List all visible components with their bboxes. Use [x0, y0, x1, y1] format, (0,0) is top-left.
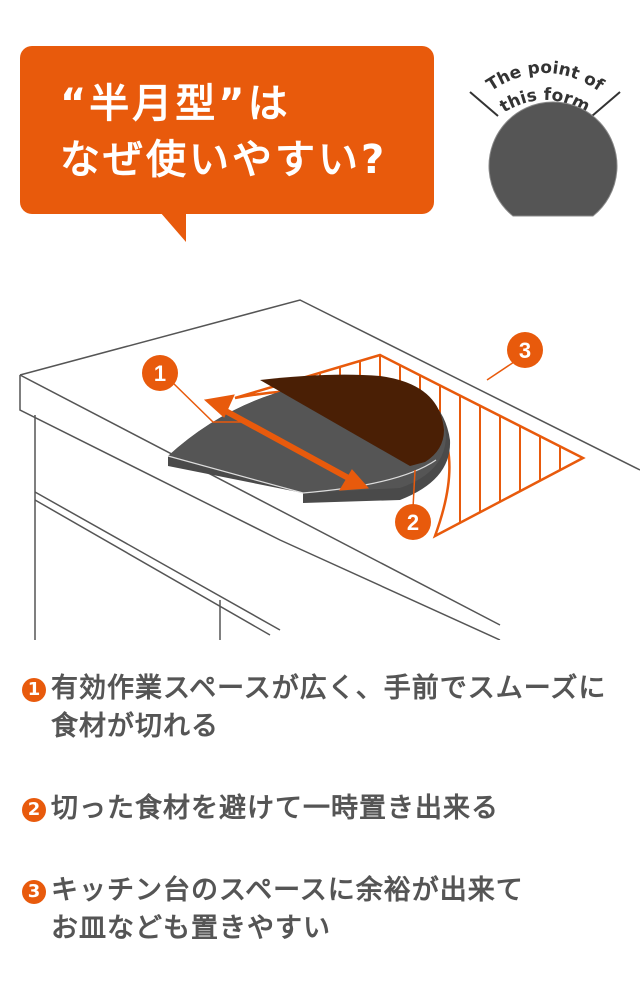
point-item-1: 1 有効作業スペースが広く、手前でスムーズに 食材が切れる — [22, 670, 632, 746]
svg-text:2: 2 — [407, 510, 419, 535]
marker-1: 1 — [142, 355, 178, 391]
page-title: “半月型”は なぜ使いやすい? — [60, 81, 388, 183]
marker-3: 3 — [507, 332, 543, 368]
title-speech-bubble — [20, 46, 434, 214]
speech-bubble-tail — [160, 212, 186, 242]
point-item-2: 2 切った食材を避けて一時置き出来る — [22, 790, 632, 828]
number-badge: 3 — [22, 880, 46, 904]
marker-2: 2 — [395, 504, 431, 540]
svg-text:3: 3 — [519, 338, 531, 363]
points-list: 1 有効作業スペースが広く、手前でスムーズに 食材が切れる 2 切った食材を避け… — [22, 670, 632, 992]
kitchen-counter-illustration: 1 2 3 — [19, 299, 640, 640]
svg-text:1: 1 — [154, 361, 166, 386]
point-item-3: 3 キッチン台のスペースに余裕が出来て お皿なども置きやすい — [22, 872, 632, 948]
double-arrow-icon — [203, 394, 370, 491]
point-text: 切った食材を避けて一時置き出来る — [51, 793, 499, 824]
number-badge: 2 — [22, 798, 46, 822]
point-text: キッチン台のスペースに余裕が出来て お皿なども置きやすい — [51, 875, 524, 944]
half-moon-cutting-board — [167, 374, 451, 503]
half-moon-board-icon: The point of this form — [469, 58, 621, 217]
point-text: 有効作業スペースが広く、手前でスムーズに 食材が切れる — [51, 673, 607, 742]
number-badge: 1 — [22, 678, 46, 702]
